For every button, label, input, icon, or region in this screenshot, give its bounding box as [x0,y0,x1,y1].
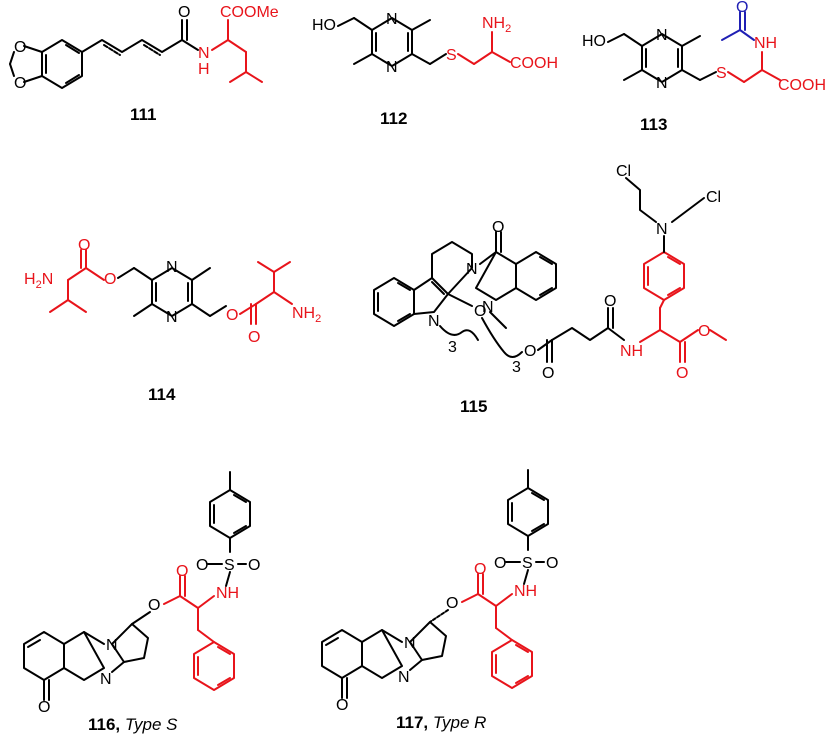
caption-114: 114 [148,385,176,404]
atom-o: O [546,555,558,572]
label-cooh: COOH [778,77,826,94]
label-nh2: NH2 [482,15,511,35]
label-three: 3 [448,339,457,356]
atom-o: O [248,557,260,574]
atom-n: N [656,75,668,92]
atom-o: O [474,303,486,320]
atom-o: O [78,237,90,254]
caption-113: 113 [640,115,667,134]
atom-s: S [446,47,457,64]
atom-o: O [676,365,688,382]
compound-116: S O O NH O O N N O 116, Type S [23,471,260,734]
compound-113: N N HO S NH COOH O 113 [582,0,826,134]
atom-n: N [106,637,118,654]
atom-o: O [542,365,554,382]
label-nh: NH [216,585,239,602]
atom-o: O [336,697,348,714]
label-nh: NH [754,35,777,52]
atom-n: N [100,671,112,688]
label-three: 3 [512,359,521,376]
label-cooh: COOH [510,55,558,72]
label-cl: Cl [706,189,721,206]
atom-o: O [14,39,26,56]
atom-n: N [656,27,668,44]
label-cl: Cl [616,163,631,180]
label-h2n: H2N [24,271,53,291]
atom-o: O [736,0,748,16]
atom-h: H [198,61,210,78]
label-ho: HO [312,17,336,34]
atom-o: O [446,595,458,612]
caption-112: 112 [380,109,407,128]
atom-o: O [196,557,208,574]
atom-o: O [494,555,506,572]
atom-n: N [166,259,178,276]
atom-o: O [698,323,710,340]
atom-o: O [492,219,504,236]
atom-o: O [604,293,616,310]
caption-116: 116, Type S [88,715,178,734]
atom-n: N [404,635,416,652]
atom-o: O [176,563,188,580]
atom-n: N [656,221,668,238]
compound-112: N N HO S NH2 COOH 112 [312,11,558,128]
label-coome: COOMe [220,4,279,21]
atom-o: O [474,561,486,578]
label-ho: HO [582,33,606,50]
atom-n: N [166,309,178,326]
atom-o: O [38,699,50,716]
compound-111: O O O N H COOMe 111 [9,4,279,124]
atom-n: N [428,313,440,330]
compound-114: N N O O H2N O O NH2 114 [24,237,321,404]
atom-o: O [104,271,116,288]
atom-n: N [198,45,210,62]
caption-115: 115 [460,397,487,416]
atom-o: O [226,307,238,324]
atom-o: O [148,597,160,614]
atom-o: O [178,4,190,21]
atom-n: N [398,669,410,686]
caption-111: 111 [130,105,157,124]
label-nh2: NH2 [292,305,321,325]
atom-o: O [248,329,260,346]
atom-s: S [224,557,235,574]
atom-n: N [386,59,398,76]
atom-s: S [522,555,533,572]
atom-s: S [716,65,727,82]
atom-n: N [482,299,494,316]
caption-117: 117, Type R [396,713,486,732]
atom-n: N [386,11,398,28]
compound-115: N N O N 3 O 3 O O O NH [373,163,727,416]
compound-117: S O O NH O O N N O 117, Type R [321,469,558,732]
atom-o: O [14,75,26,92]
atom-o: O [524,343,536,360]
label-nh: NH [620,343,643,360]
atom-n: N [466,261,478,278]
label-nh: NH [514,583,537,600]
